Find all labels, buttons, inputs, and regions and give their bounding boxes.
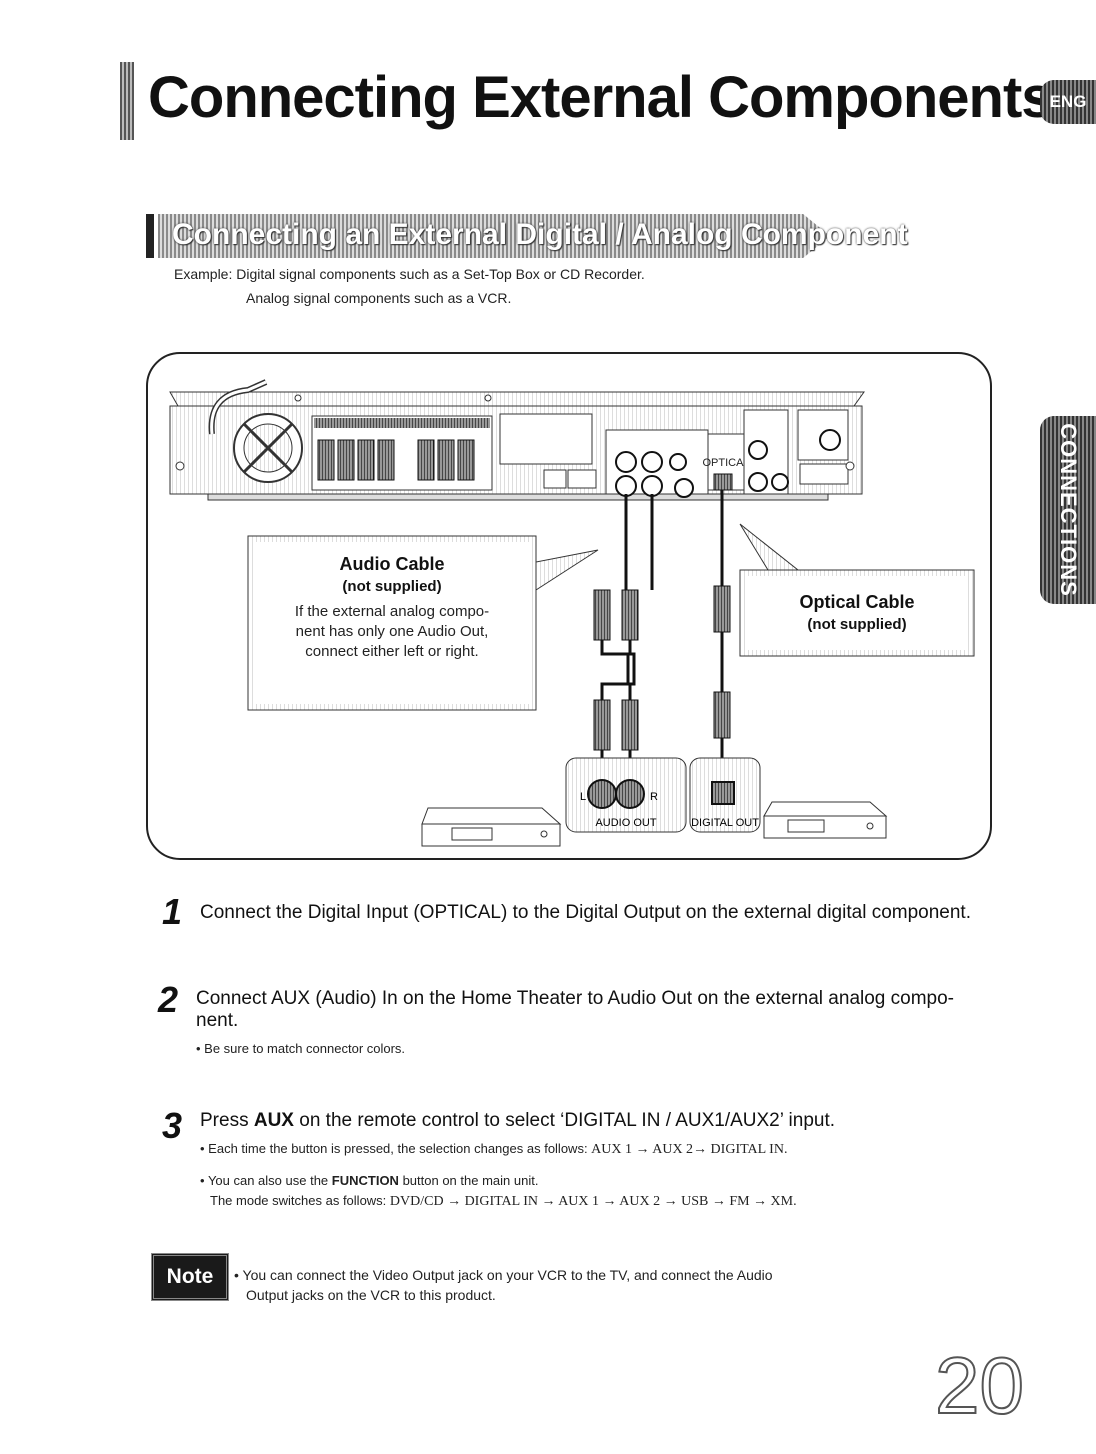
step-2-text-line-1: Connect AUX (Audio) In on the Home Theat… bbox=[196, 988, 954, 1009]
digital-out-panel: DIGITAL OUT bbox=[689, 757, 761, 833]
optical-input-label: OPTICAL bbox=[702, 457, 749, 469]
step-3-bullet-1: • Each time the button is pressed, the s… bbox=[200, 1141, 788, 1157]
step-2-text-line-2: nent. bbox=[196, 1010, 239, 1031]
page-number: 20 bbox=[934, 1340, 1025, 1431]
step-3-text-bold: AUX bbox=[253, 1110, 294, 1131]
audio-cable-note-line-3: connect either left or right. bbox=[305, 643, 479, 660]
note-line-1: • You can connect the Video Output jack … bbox=[234, 1267, 773, 1283]
note-label: Note bbox=[166, 1265, 214, 1288]
step-1-number: 1 bbox=[162, 891, 183, 932]
optical-cable-drawing bbox=[713, 490, 731, 794]
step-3-text-prefix: Press bbox=[200, 1110, 254, 1131]
note-text: • You can connect the Video Output jack … bbox=[234, 1265, 773, 1305]
step-3-bullet-2-prefix: You can also use the bbox=[207, 1173, 332, 1188]
audio-cable-title: Audio Cable bbox=[339, 554, 445, 574]
step-3-text-suffix: on the remote control to select ‘DIGITAL… bbox=[293, 1110, 836, 1131]
audio-cable-callout bbox=[247, 535, 599, 711]
example-line-2: Analog signal components such as a VCR. bbox=[246, 290, 512, 306]
step-3-text: Press AUX on the remote control to selec… bbox=[200, 1110, 835, 1132]
chapter-tab-label: CONNECTIONS bbox=[1056, 423, 1081, 597]
analog-device-illustration bbox=[421, 807, 562, 847]
audio-out-panel: L R AUDIO OUT bbox=[565, 757, 687, 833]
example-line-1: Example: Digital signal components such … bbox=[174, 266, 645, 282]
section-title-band bbox=[158, 214, 830, 258]
step-3-bullet-2-suffix: button on the main unit. bbox=[398, 1173, 539, 1188]
section-title: Connecting an External Digital / Analog … bbox=[172, 218, 908, 251]
step-2-bullet-text: Be sure to match connector colors. bbox=[204, 1041, 406, 1056]
step-3-bullet-2-bold: FUNCTION bbox=[331, 1173, 399, 1188]
step-2-number: 2 bbox=[158, 979, 179, 1020]
note-line-2: Output jacks on the VCR to this product. bbox=[246, 1287, 496, 1303]
connection-diagram-drawing: OPTICAL bbox=[169, 379, 975, 847]
audio-out-right-label: R bbox=[650, 791, 658, 803]
language-badge: ENG bbox=[1040, 80, 1096, 124]
receiver-rear-panel: OPTICAL bbox=[169, 379, 865, 501]
audio-cable-note-line-2: nent has only one Audio Out, bbox=[295, 623, 489, 640]
audio-out-left-label: L bbox=[580, 791, 586, 803]
step-2-bullet: • Be sure to match connector colors. bbox=[196, 1041, 406, 1056]
step-3-bullet-1-sequence: AUX 1 → AUX 2→ DIGITAL IN. bbox=[591, 1142, 788, 1157]
audio-out-label: AUDIO OUT bbox=[595, 817, 656, 829]
step-3-bullet-3: The mode switches as follows: DVD/CD → D… bbox=[210, 1192, 797, 1211]
connection-diagram: OPTICAL bbox=[146, 352, 992, 860]
audio-cable-drawing bbox=[593, 494, 654, 794]
page-title: Connecting External Components bbox=[148, 65, 1054, 130]
chapter-tab: CONNECTIONS bbox=[1040, 416, 1096, 604]
digital-out-label: DIGITAL OUT bbox=[691, 817, 759, 829]
step-3-bullet-2: • You can also use the FUNCTION button o… bbox=[200, 1173, 539, 1188]
step-1-text: Connect the Digital Input (OPTICAL) to t… bbox=[200, 902, 971, 923]
step-3-bullet-1-text: Each time the button is pressed, the sel… bbox=[208, 1141, 592, 1156]
digital-device-illustration bbox=[763, 801, 888, 839]
note-badge: Note bbox=[151, 1253, 229, 1301]
audio-cable-note-line-1: If the external analog compo- bbox=[294, 603, 490, 620]
audio-cable-subtitle: (not supplied) bbox=[342, 578, 442, 595]
optical-cable-subtitle: (not supplied) bbox=[807, 616, 907, 633]
section-accent-bar bbox=[146, 214, 154, 258]
step-3-bullet-3-sequence: DVD/CD → DIGITAL IN → AUX 1 → AUX 2 → US… bbox=[389, 1194, 797, 1209]
step-3-bullet-3-prefix: The mode switches as follows: bbox=[210, 1193, 390, 1208]
optical-cable-callout bbox=[739, 523, 975, 657]
step-3-number: 3 bbox=[162, 1105, 183, 1146]
optical-cable-title: Optical Cable bbox=[799, 592, 915, 612]
title-accent-bar bbox=[120, 62, 134, 140]
